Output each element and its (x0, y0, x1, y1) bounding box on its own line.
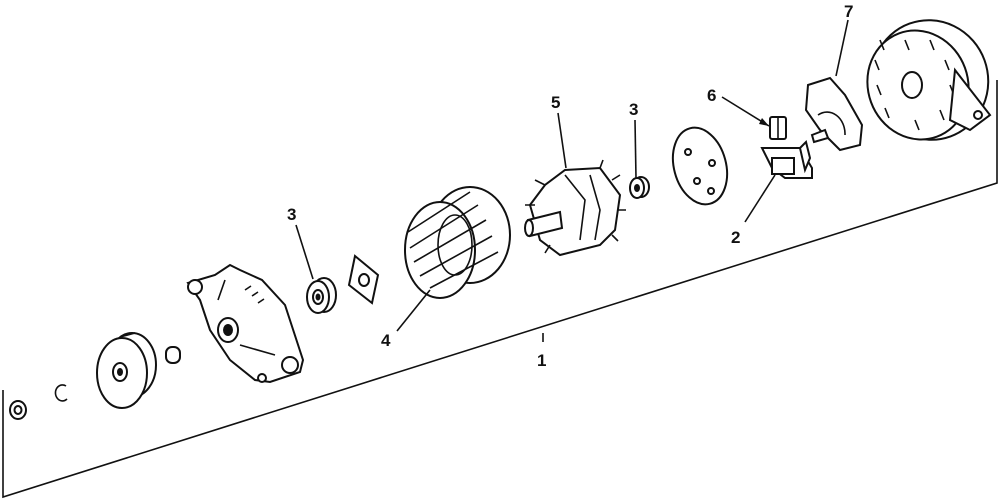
spacer-part (165, 346, 181, 364)
front-housing-part (186, 263, 305, 384)
nut-part (9, 400, 27, 420)
bearing-part (306, 277, 337, 314)
leader-lines (295, 19, 849, 332)
retainer-plate-part (347, 254, 380, 305)
rectifier-part (804, 76, 864, 152)
pulley-part (96, 332, 157, 409)
rear-housing-part (866, 19, 992, 141)
callout-3-rear-bearing: 3 (629, 100, 638, 119)
callout-2: 2 (731, 228, 740, 247)
callout-6: 6 (707, 86, 716, 105)
clip-part (54, 384, 68, 402)
regulator-part (760, 140, 813, 179)
callout-7: 7 (844, 2, 853, 21)
rotor-part (524, 159, 626, 257)
callout-1: 1 (537, 351, 546, 370)
callout-4: 4 (381, 331, 391, 350)
callout-3-front-bearing: 3 (287, 205, 296, 224)
cover-disc-part (671, 126, 729, 206)
callout-5: 5 (551, 93, 560, 112)
assembly-bracket (2, 80, 998, 499)
bearing-part-rear (629, 176, 650, 199)
stator-part (404, 186, 511, 299)
brush-part (769, 116, 787, 140)
